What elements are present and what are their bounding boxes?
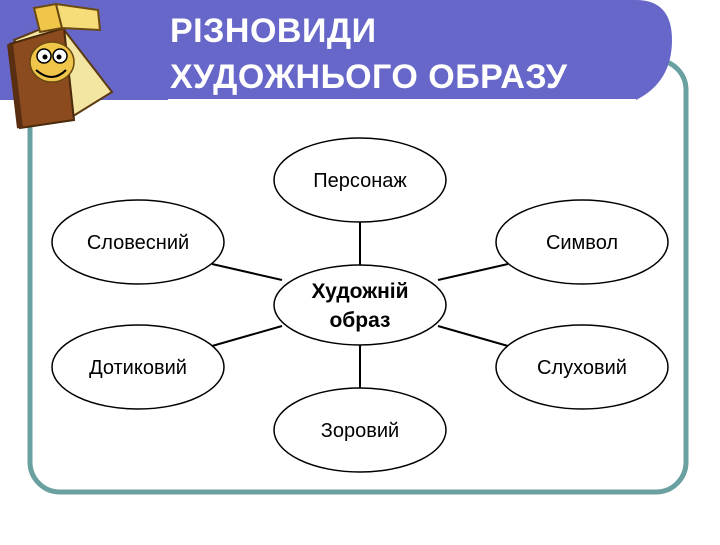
node-upper-right-label: Символ xyxy=(546,232,618,254)
title-banner xyxy=(0,0,672,100)
node-lower-left-label: Дотиковий xyxy=(89,357,187,379)
node-bottom xyxy=(273,387,447,473)
connectors xyxy=(211,222,509,390)
node-upper-right xyxy=(495,199,669,285)
node-lower-right-label: Слуховий xyxy=(537,357,627,379)
node-lower-left xyxy=(51,324,225,410)
title-underline xyxy=(168,99,636,102)
node-center-label-line2: образ xyxy=(329,309,390,332)
node-top xyxy=(273,137,447,223)
node-bottom-label: Зоровий xyxy=(321,420,399,442)
title-line-1: РІЗНОВИДИ xyxy=(170,12,377,50)
connector-lower-left xyxy=(211,325,283,347)
node-upper-left xyxy=(51,199,225,285)
connector-upper-right xyxy=(437,263,509,281)
connector-upper-left xyxy=(211,263,283,281)
title-line-2: ХУДОЖНЬОГО ОБРАЗУ xyxy=(170,58,568,96)
node-center-label-line1: Художній xyxy=(311,280,408,303)
node-top-label: Персонаж xyxy=(313,170,407,192)
node-center xyxy=(273,264,447,346)
node-lower-right xyxy=(495,324,669,410)
book-mascot-icon xyxy=(7,2,114,130)
connector-lower-right xyxy=(437,325,509,347)
node-upper-left-label: Словесний xyxy=(87,232,189,254)
